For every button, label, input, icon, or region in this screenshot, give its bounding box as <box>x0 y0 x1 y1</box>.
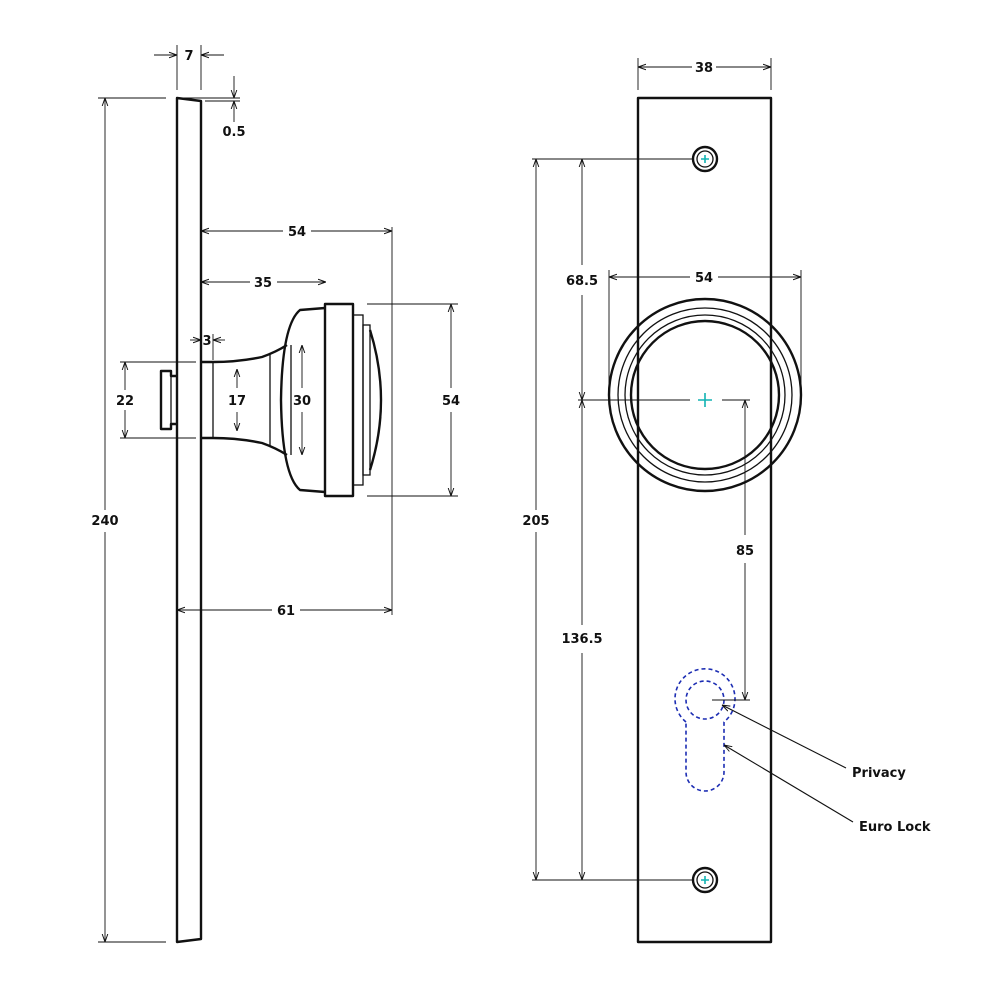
dim-total-height: 240 <box>91 514 118 529</box>
screw-top-inner <box>696 150 714 168</box>
knob-face-ring-1 <box>323 302 355 498</box>
front-view: 38 54 68.5 205 136.5 85 Privacy Eur <box>522 58 931 944</box>
screw-top-icon <box>701 155 709 163</box>
knob-center-icon <box>698 393 712 407</box>
dim-center-to-screw: 136.5 <box>561 632 602 647</box>
dim-bevel: 0.5 <box>222 125 245 140</box>
dim-knob-dia-front: 54 <box>695 271 713 286</box>
leader-euro-lock <box>724 745 854 823</box>
euro-lock-keyhole <box>674 668 736 792</box>
dim-thickness: 7 <box>184 49 193 64</box>
dim-projection-total: 61 <box>277 604 295 619</box>
callout-privacy: Privacy <box>852 766 906 781</box>
rose-ring-2 <box>617 307 793 483</box>
dim-knob-dia-side: 54 <box>442 394 460 409</box>
dim-projection-rose: 54 <box>288 225 306 240</box>
backplate-side <box>175 96 203 944</box>
dim-projection-neck: 35 <box>254 276 272 291</box>
screw-bottom-icon <box>701 876 709 884</box>
spindle-housing <box>159 369 177 431</box>
rose-ring-3 <box>624 314 786 476</box>
leader-privacy <box>722 705 847 769</box>
knob-neck <box>201 343 288 457</box>
knob-front-curve <box>368 329 383 471</box>
side-view: 7 0.5 240 54 35 3 22 <box>91 45 460 944</box>
dim-knob-inner: 30 <box>293 394 311 409</box>
dim-neck-dia: 17 <box>228 394 246 409</box>
dim-plate-width: 38 <box>695 61 713 76</box>
dim-screw-to-center: 68.5 <box>566 274 598 289</box>
dim-spindle-offset: 3 <box>202 334 211 349</box>
dim-spindle-housing: 22 <box>116 394 134 409</box>
backplate-front <box>636 96 773 944</box>
screw-bottom-inner <box>696 871 714 889</box>
knob-face-ring-3 <box>362 324 371 476</box>
callout-euro-lock: Euro Lock <box>859 820 931 835</box>
dim-screw-spacing: 205 <box>522 514 549 529</box>
knob-face-ring-2 <box>352 314 364 486</box>
knob-face <box>629 319 781 471</box>
knob-body <box>279 306 326 494</box>
dim-center-to-keyhole: 85 <box>736 544 754 559</box>
